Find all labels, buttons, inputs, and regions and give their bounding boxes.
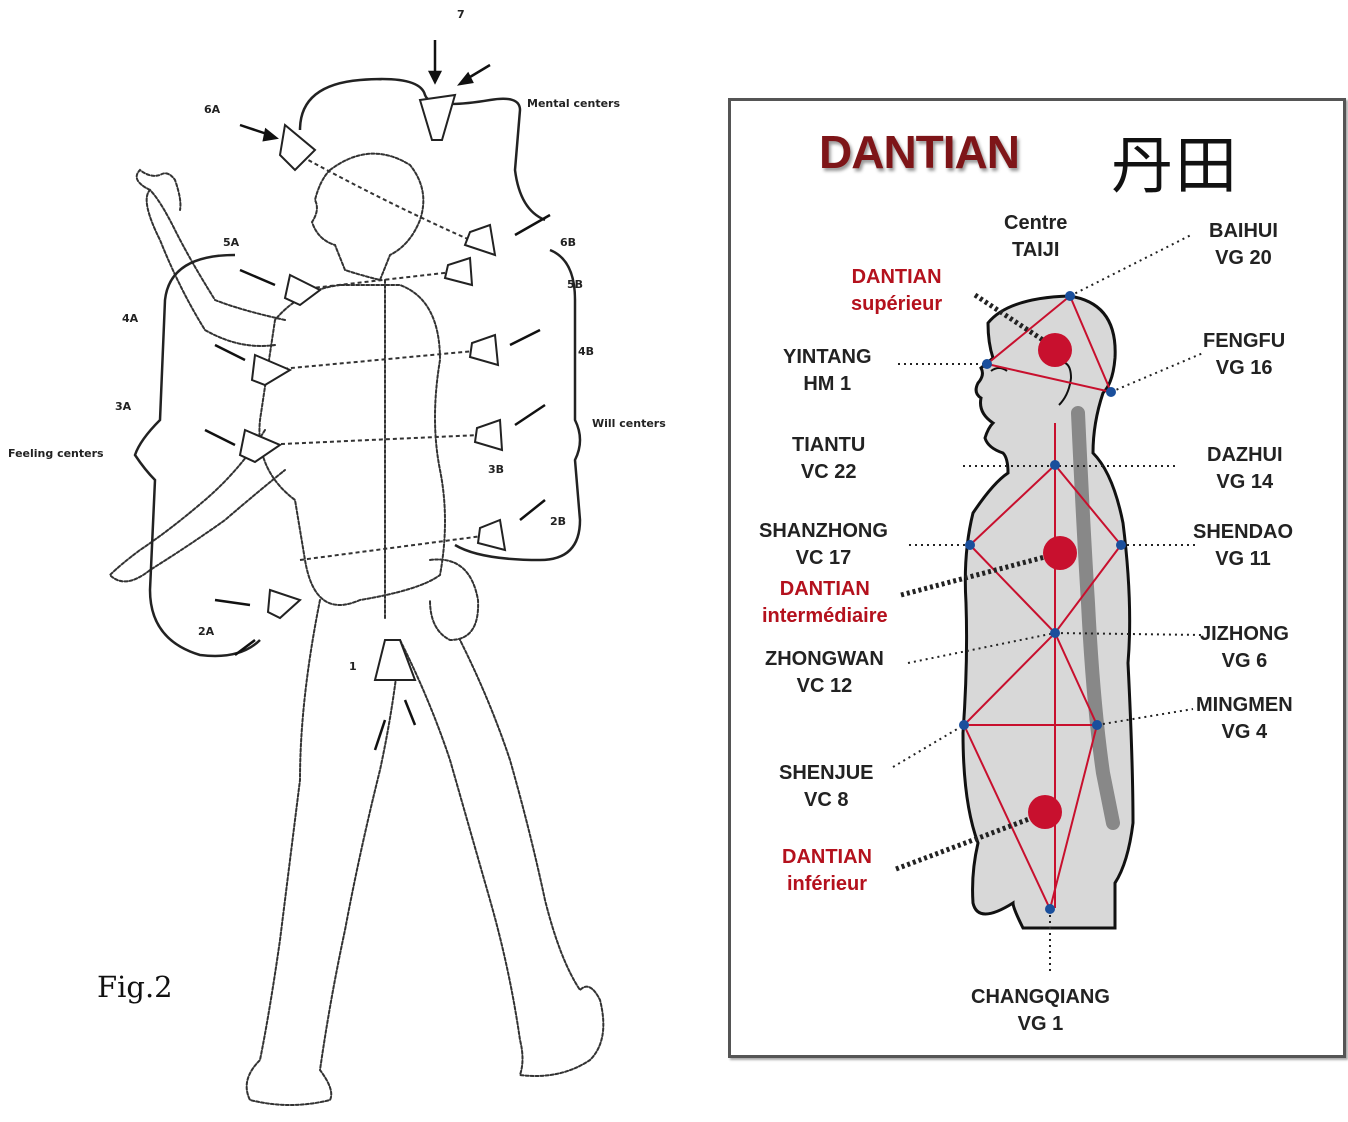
dantian-intermediaire-dot [1043, 536, 1077, 570]
center-4b-label: 4B [578, 345, 594, 358]
arrow-icon [215, 600, 250, 605]
center-3b-cone [475, 420, 502, 450]
center-5a-cone [285, 275, 320, 305]
sketch-raised-arm [147, 190, 285, 346]
arrow-icon [515, 405, 545, 425]
sketch-raised-hand [137, 170, 181, 210]
sketch-back-leg [400, 640, 603, 1076]
center-2a-cone [268, 590, 300, 618]
mental-centers-label: Mental centers [527, 97, 620, 110]
point-shenjue [959, 720, 969, 730]
arrow-icon [405, 700, 415, 725]
arrow-icon [240, 270, 275, 285]
point-fengfu [1106, 387, 1116, 397]
figure-caption: Fig.2 [97, 970, 173, 1004]
point-shanzhong [965, 540, 975, 550]
point-jizhong [1050, 628, 1060, 638]
point-mingmen [1092, 720, 1102, 730]
center-7-cone [420, 95, 455, 140]
center-6b-cone [465, 225, 495, 255]
center-5a-label: 5A [223, 236, 239, 249]
sketch-torso [259, 285, 445, 605]
arrow-icon [215, 345, 245, 360]
center-6a-cone [280, 125, 315, 170]
arrow-icon [205, 430, 235, 445]
point-dazhui [1050, 460, 1060, 470]
chinese-title: 丹田 [1111, 115, 1239, 205]
sketch-head [312, 154, 423, 280]
arrow-icon [520, 500, 545, 520]
center-7-label: 7 [457, 8, 465, 21]
arrow-icon [375, 720, 385, 750]
sketch-buttocks [430, 560, 478, 641]
center-1-label: 1 [349, 660, 357, 673]
center-4a-cone [252, 355, 290, 385]
center-3a-label: 3A [115, 400, 131, 413]
center-6b-label: 6B [560, 236, 576, 249]
point-shendao [1116, 540, 1126, 550]
center-6a-label: 6A [204, 103, 220, 116]
will-bracket [455, 250, 580, 560]
will-centers-label: Will centers [592, 417, 666, 430]
point-baihui [1065, 291, 1075, 301]
arrow-icon [510, 330, 540, 345]
point-yintang [982, 359, 992, 369]
point-changqiang [1045, 904, 1055, 914]
dantian-superieur-dot [1038, 333, 1072, 367]
center-4a-label: 4A [122, 312, 138, 325]
feeling-centers-label: Feeling centers [8, 447, 104, 460]
center-4b-cone [470, 335, 498, 365]
center-2b-label: 2B [550, 515, 566, 528]
center-2a-label: 2A [198, 625, 214, 638]
energy-centers-sketch [0, 0, 700, 1122]
center-5b-label: 5B [567, 278, 583, 291]
arrow-icon [515, 215, 550, 235]
center-3b-label: 3B [488, 463, 504, 476]
dantian-inferieur-dot [1028, 795, 1062, 829]
center-2b-cone [478, 520, 505, 550]
panel-title: DANTIAN [819, 125, 1019, 179]
center-5b-cone [445, 258, 472, 285]
